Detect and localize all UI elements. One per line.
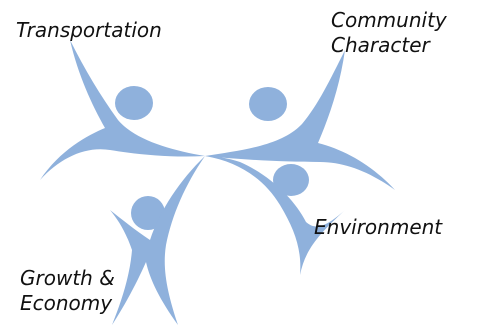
label-community-character: Community Character: [331, 8, 447, 58]
label-environment-text: Environment: [314, 215, 443, 239]
growth-economy-figure-head: [131, 196, 165, 230]
environment-figure: [205, 156, 345, 275]
label-growth-line1: Growth &: [20, 266, 115, 290]
label-growth-line2: Economy: [20, 291, 113, 315]
label-growth-economy: Growth & Economy: [20, 266, 115, 316]
environment-figure-head: [273, 164, 309, 196]
transportation-figure: [40, 40, 205, 180]
transportation-figure-body: [40, 40, 205, 180]
label-environment: Environment: [314, 215, 442, 240]
community-character-figure: [205, 50, 395, 190]
community-character-figure-body: [205, 50, 395, 190]
label-community-line1: Community: [331, 8, 447, 32]
transportation-figure-head: [115, 86, 153, 120]
growth-economy-figure-body: [110, 156, 205, 325]
label-transportation: Transportation: [16, 18, 162, 43]
environment-figure-body: [205, 156, 345, 275]
label-transportation-text: Transportation: [16, 18, 162, 42]
growth-economy-figure: [110, 156, 205, 325]
community-character-figure-head: [249, 87, 287, 121]
label-community-line2: Character: [331, 33, 430, 57]
